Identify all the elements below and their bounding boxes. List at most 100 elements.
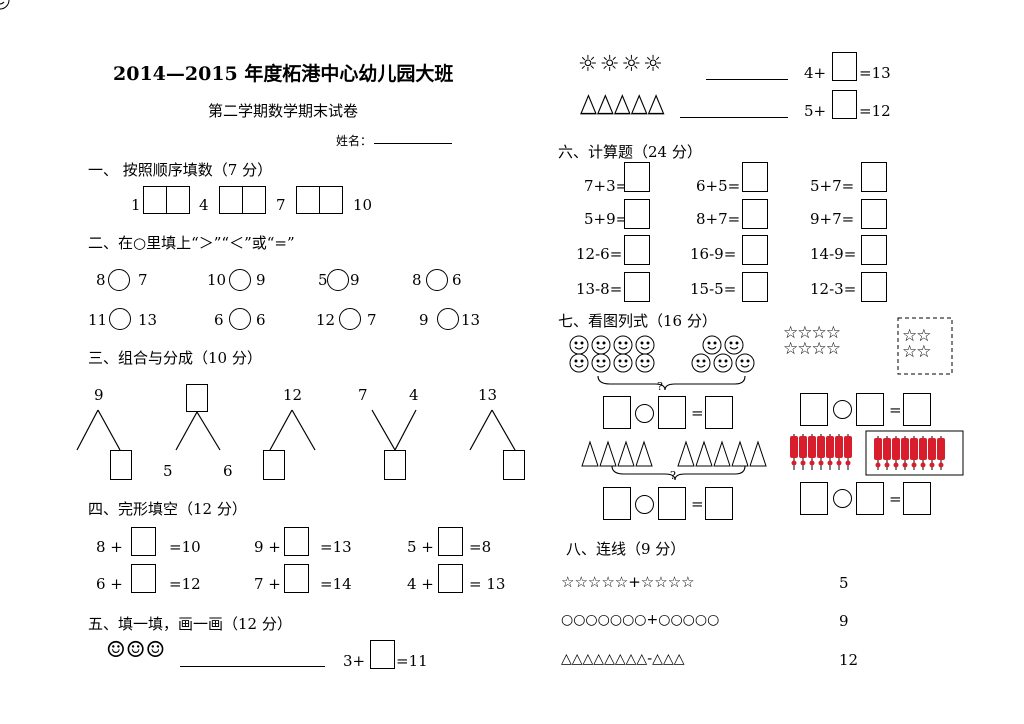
calc-expr: 5+7= xyxy=(810,177,855,195)
answer-box[interactable] xyxy=(861,199,887,229)
stars-box-bottom: ☆☆ xyxy=(902,342,932,362)
seq-number: 4 xyxy=(199,196,209,214)
answer-box[interactable] xyxy=(856,393,884,426)
answer-box[interactable] xyxy=(658,396,686,429)
answer-box[interactable] xyxy=(624,199,650,229)
fill-expr: 7 + xyxy=(254,575,281,593)
answer-box[interactable] xyxy=(856,482,884,515)
answer-box[interactable] xyxy=(903,482,931,515)
name-blank[interactable] xyxy=(374,131,452,144)
answer-box[interactable] xyxy=(131,527,156,556)
draw-blank[interactable] xyxy=(706,63,788,80)
answer-box[interactable] xyxy=(861,162,887,192)
fill-expr: 6 + xyxy=(96,575,123,593)
calc-expr: 7+3= xyxy=(584,177,629,195)
operator-circle[interactable] xyxy=(635,495,654,514)
bond-right-number: 4 xyxy=(409,386,419,404)
fill-expr: 4+ xyxy=(804,64,827,82)
fill-result: =8 xyxy=(469,538,492,556)
answer-box[interactable] xyxy=(384,450,406,480)
compare-right: 7 xyxy=(367,311,377,329)
fill-result: =10 xyxy=(169,538,201,556)
answer-box[interactable] xyxy=(800,393,828,426)
question-mark: ? xyxy=(657,380,663,393)
answer-box[interactable] xyxy=(861,272,887,302)
answer-box[interactable] xyxy=(284,564,309,593)
answer-box[interactable] xyxy=(186,384,208,412)
answer-box[interactable] xyxy=(832,90,857,119)
compare-circle[interactable] xyxy=(339,308,361,330)
compare-circle[interactable] xyxy=(229,308,251,330)
compare-circle[interactable] xyxy=(229,269,251,291)
compare-left: 11 xyxy=(88,311,108,329)
draw-blank[interactable] xyxy=(680,101,788,118)
compare-circle[interactable] xyxy=(108,269,130,291)
answer-box[interactable] xyxy=(705,396,733,429)
answer-box[interactable] xyxy=(603,396,631,429)
section-8-title: 八、连线（9 分） xyxy=(566,540,686,558)
compare-left: 12 xyxy=(316,311,336,329)
answer-box[interactable] xyxy=(832,52,857,81)
seq-number: 7 xyxy=(276,196,286,214)
stars-row-bottom: ☆☆☆☆ xyxy=(783,339,841,359)
fill-expr: 8 + xyxy=(96,538,123,556)
answer-box[interactable] xyxy=(742,235,768,265)
answer-box[interactable] xyxy=(219,186,243,214)
answer-box[interactable] xyxy=(903,393,931,426)
answer-box[interactable] xyxy=(110,450,132,480)
compare-circle[interactable] xyxy=(327,269,349,291)
answer-box[interactable] xyxy=(284,527,309,556)
answer-box[interactable] xyxy=(319,186,343,214)
fill-result: =12 xyxy=(859,102,891,120)
compare-circle[interactable] xyxy=(109,308,131,330)
match-expression[interactable]: ☆☆☆☆☆+☆☆☆☆ xyxy=(561,573,695,591)
triangle-shapes: △△△△△ xyxy=(580,88,665,118)
answer-box[interactable] xyxy=(603,487,631,520)
answer-box[interactable] xyxy=(800,482,828,515)
compare-right: 13 xyxy=(461,311,481,329)
fill-result: =13 xyxy=(859,64,891,82)
operator-circle[interactable] xyxy=(833,400,852,419)
section-7-title: 七、看图列式（16 分） xyxy=(558,312,717,330)
answer-box[interactable] xyxy=(131,564,156,593)
match-expression[interactable]: ○○○○○○○+○○○○○ xyxy=(561,612,720,628)
compare-left: 5 xyxy=(318,271,328,289)
section-2-title: 二、在○里填上“＞”“＜”或“=” xyxy=(88,234,295,252)
match-number[interactable]: 12 xyxy=(839,651,859,669)
fill-result: =14 xyxy=(320,575,352,593)
answer-box[interactable] xyxy=(438,564,463,593)
match-number[interactable]: 5 xyxy=(839,574,849,592)
fill-expr: 4 + xyxy=(407,575,434,593)
match-expression[interactable]: △△△△△△△△-△△△ xyxy=(561,651,685,667)
answer-box[interactable] xyxy=(438,527,463,556)
operator-circle[interactable] xyxy=(635,404,654,423)
answer-box[interactable] xyxy=(658,487,686,520)
compare-circle[interactable] xyxy=(437,308,459,330)
compare-left: 10 xyxy=(207,271,227,289)
bond-top-number: 13 xyxy=(478,386,498,404)
answer-box[interactable] xyxy=(166,186,190,214)
draw-blank[interactable] xyxy=(180,650,325,667)
compare-left: 8 xyxy=(412,271,422,289)
answer-box[interactable] xyxy=(742,272,768,302)
operator-circle[interactable] xyxy=(833,489,852,508)
bond-right-number: 6 xyxy=(223,462,233,480)
answer-box[interactable] xyxy=(263,450,285,480)
answer-box[interactable] xyxy=(503,450,525,480)
answer-box[interactable] xyxy=(742,162,768,192)
seq-number: 1 xyxy=(131,196,141,214)
bond-top-number: 9 xyxy=(94,386,104,404)
answer-box[interactable] xyxy=(370,640,395,669)
answer-box[interactable] xyxy=(624,162,650,192)
match-number[interactable]: 9 xyxy=(839,612,849,630)
answer-box[interactable] xyxy=(742,199,768,229)
answer-box[interactable] xyxy=(624,272,650,302)
answer-box[interactable] xyxy=(861,235,887,265)
answer-box[interactable] xyxy=(242,186,266,214)
answer-box[interactable] xyxy=(143,186,167,214)
equals-sign: = xyxy=(889,401,902,419)
section-6-title: 六、计算题（24 分） xyxy=(558,143,702,161)
answer-box[interactable] xyxy=(705,487,733,520)
answer-box[interactable] xyxy=(624,235,650,265)
compare-circle[interactable] xyxy=(426,269,448,291)
